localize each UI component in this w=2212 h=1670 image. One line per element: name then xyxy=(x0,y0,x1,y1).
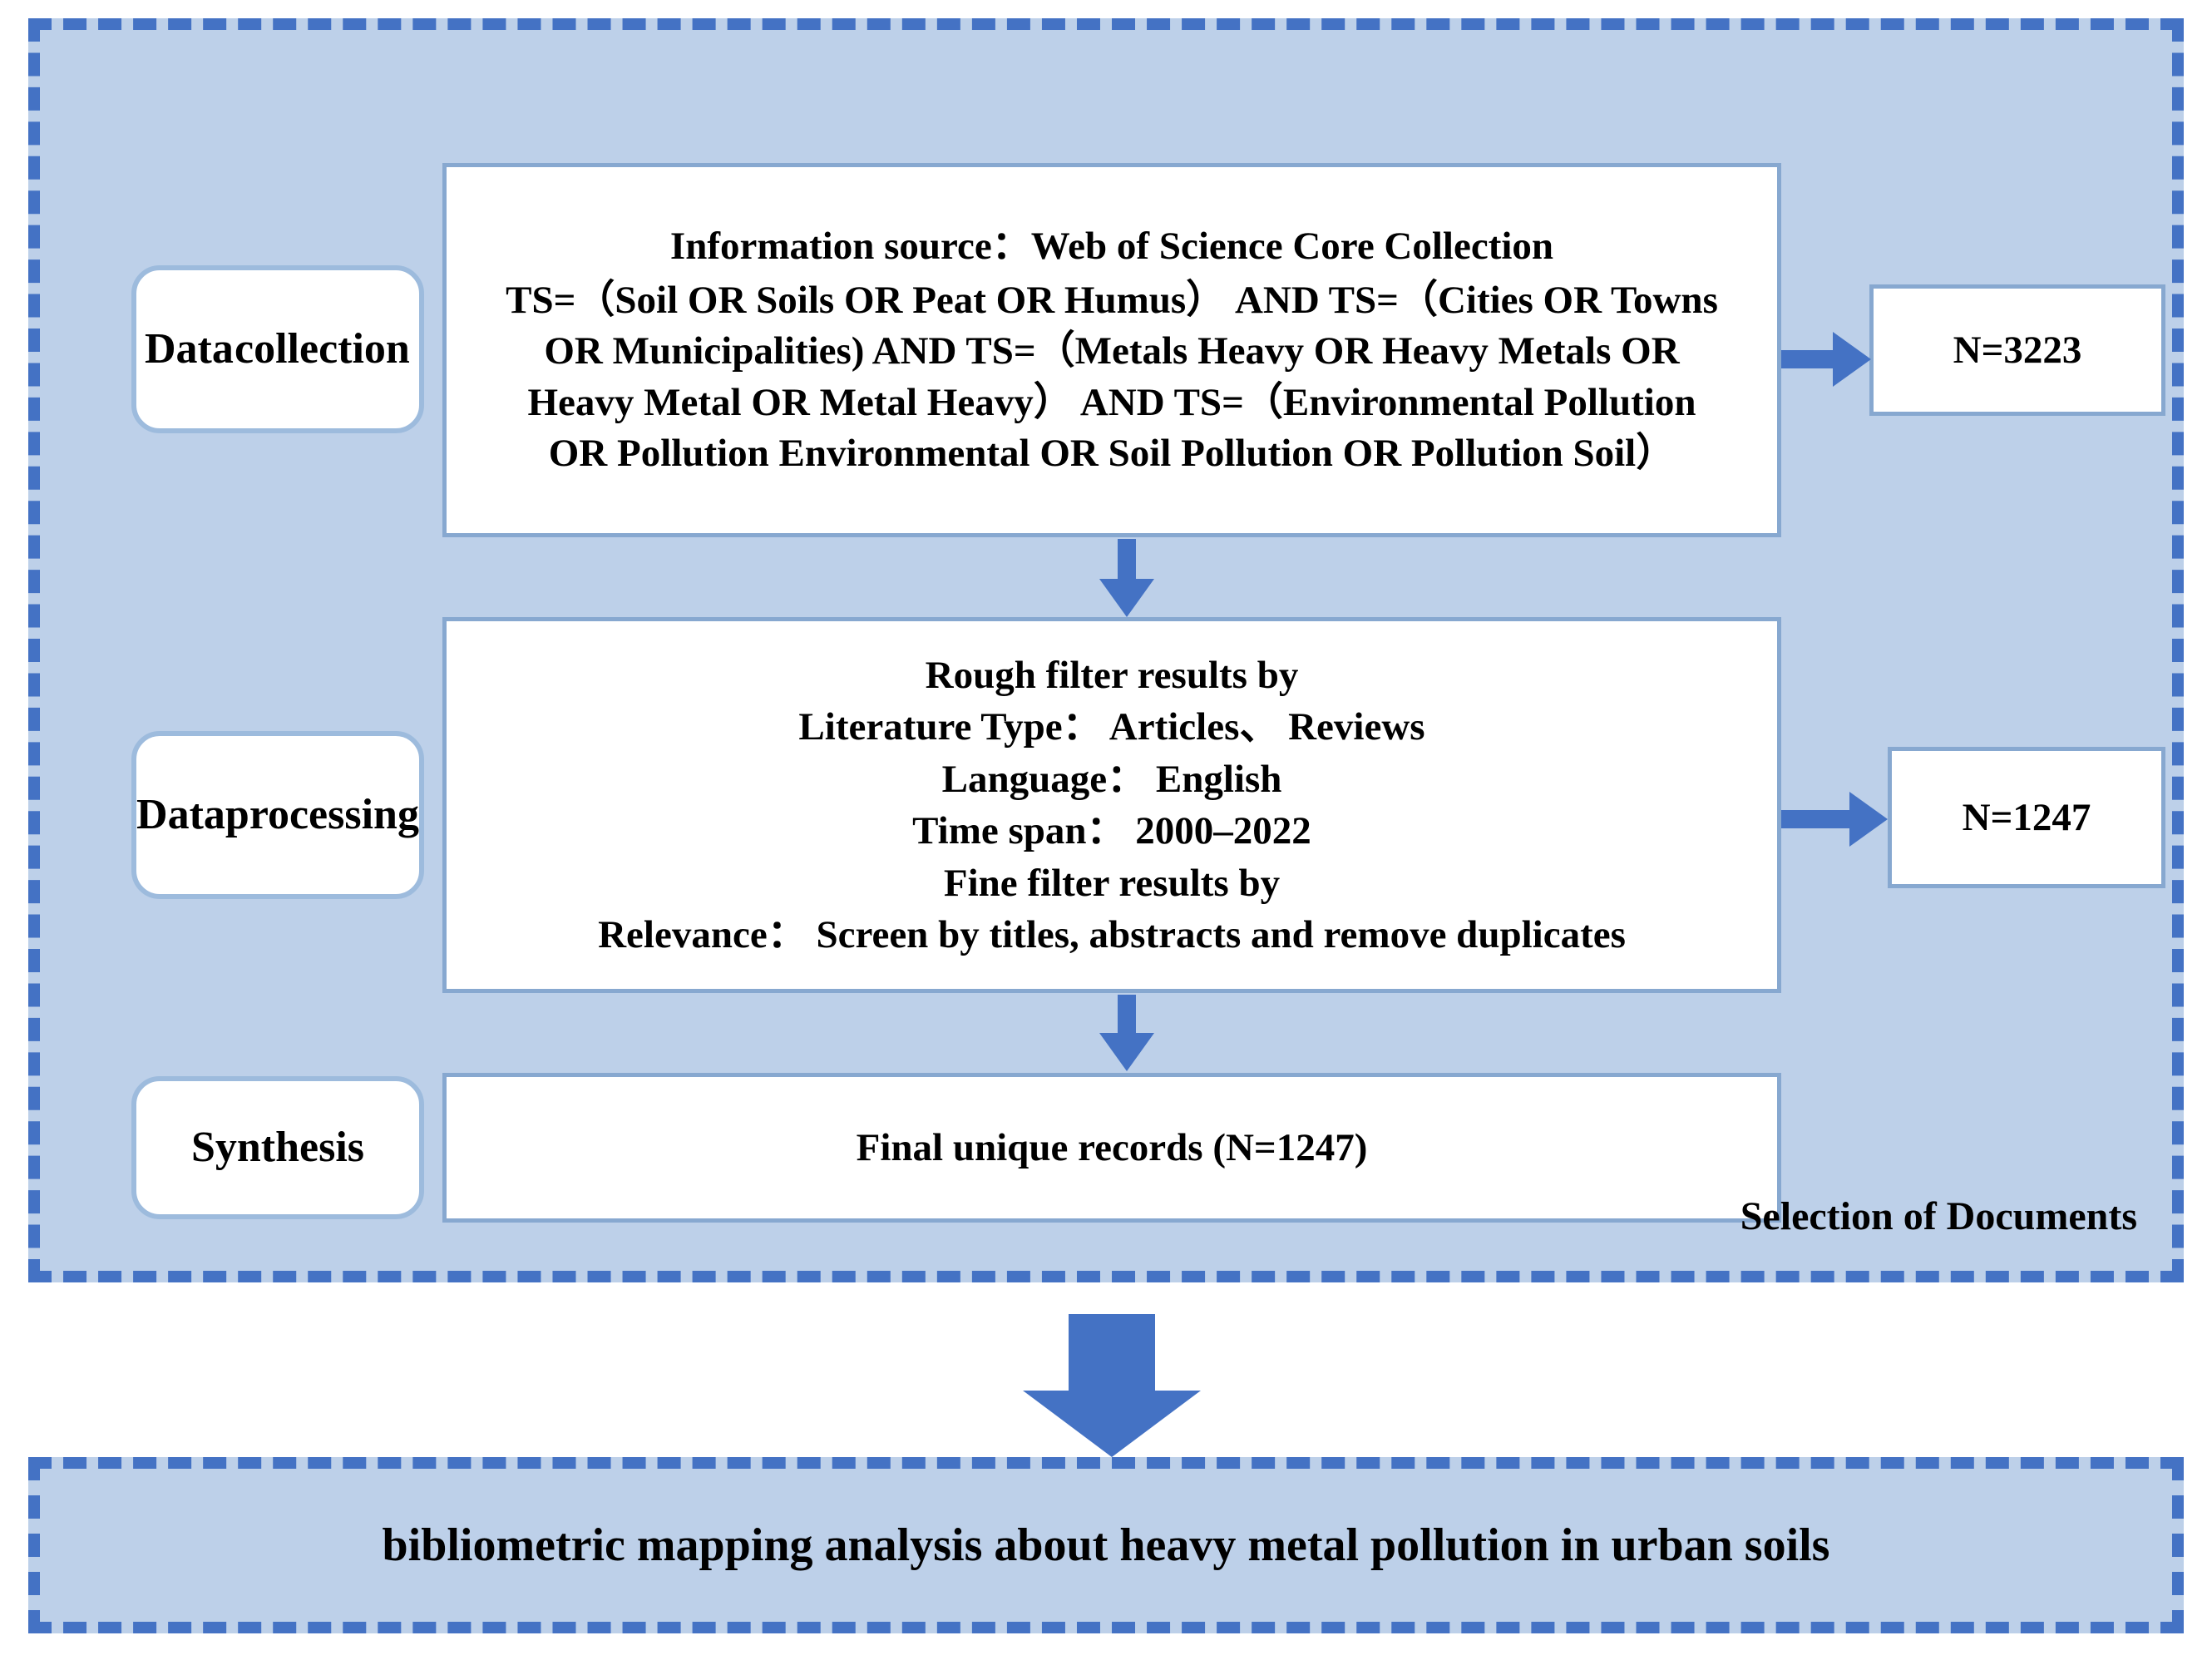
arrow-down-icon-processing-to-synthesis xyxy=(1099,995,1154,1071)
data-collection-line-5: OR Pollution Environmental OR Soil Pollu… xyxy=(548,431,1676,475)
output-analysis-panel: bibliometric mapping analysis about heav… xyxy=(28,1457,2184,1633)
data-collection-criteria-box: Information source：Web of Science Core C… xyxy=(442,163,1781,537)
data-processing-line-2: Literature Type： Articles、 Reviews xyxy=(798,705,1425,749)
result-box-data-processing: N=1247 xyxy=(1888,747,2165,888)
data-processing-criteria-box: Rough filter results by Literature Type：… xyxy=(442,617,1781,993)
result-value-collection: N=3223 xyxy=(1953,329,2082,372)
selection-panel-caption: Selection of Documents xyxy=(1740,1194,2137,1238)
stage-label-line1: Data xyxy=(145,324,234,373)
arrow-head xyxy=(1833,332,1871,387)
data-processing-line-3: Language： English xyxy=(941,757,1282,801)
synthesis-result-box: Final unique records (N=1247) xyxy=(442,1073,1781,1223)
arrow-head xyxy=(1849,792,1888,847)
synthesis-text: Final unique records (N=1247) xyxy=(856,1126,1368,1169)
arrow-right-icon-to-3223 xyxy=(1781,332,1871,387)
arrow-head xyxy=(1023,1391,1201,1457)
data-collection-line-3: OR Municipalities) AND TS=（Metals Heavy … xyxy=(544,329,1680,373)
stage-label-line2: collection xyxy=(235,324,410,373)
selection-of-documents-panel: Data collection Data processing Synthesi… xyxy=(28,18,2184,1282)
arrow-shaft xyxy=(1118,539,1136,579)
arrow-head xyxy=(1099,579,1154,617)
arrow-right-icon-to-1247 xyxy=(1781,792,1888,847)
arrow-down-icon-collection-to-processing xyxy=(1099,539,1154,617)
stage-label-data-collection: Data collection xyxy=(131,265,424,433)
data-processing-line-6: Relevance： Screen by titles, abstracts a… xyxy=(598,913,1626,956)
stage-label-synthesis: Synthesis xyxy=(131,1076,424,1219)
stage-label-line1: Data xyxy=(136,790,225,838)
data-collection-line-2: TS=（Soil OR Soils OR Peat OR Humus） AND … xyxy=(506,279,1718,323)
output-panel-text: bibliometric mapping analysis about heav… xyxy=(382,1519,1830,1571)
arrow-down-icon-panels xyxy=(1023,1314,1201,1457)
arrow-shaft xyxy=(1781,350,1833,368)
result-box-data-collection: N=3223 xyxy=(1869,284,2165,416)
data-collection-line-1: Information source：Web of Science Core C… xyxy=(669,225,1554,269)
stage-label-data-processing: Data processing xyxy=(131,731,424,899)
stage-label-line1: Synthesis xyxy=(190,1123,365,1171)
result-value-processing: N=1247 xyxy=(1962,796,2091,839)
arrow-head xyxy=(1099,1033,1154,1071)
arrow-shaft xyxy=(1781,810,1849,828)
stage-label-line2: processing xyxy=(225,790,419,838)
arrow-shaft xyxy=(1069,1314,1155,1391)
data-processing-line-1: Rough filter results by xyxy=(925,653,1299,697)
data-collection-line-4: Heavy Metal OR Metal Heavy） AND TS=（Envi… xyxy=(527,380,1696,424)
arrow-shaft xyxy=(1118,995,1136,1033)
data-processing-line-5: Fine filter results by xyxy=(943,861,1281,905)
data-processing-line-4: Time span： 2000–2022 xyxy=(912,809,1311,852)
